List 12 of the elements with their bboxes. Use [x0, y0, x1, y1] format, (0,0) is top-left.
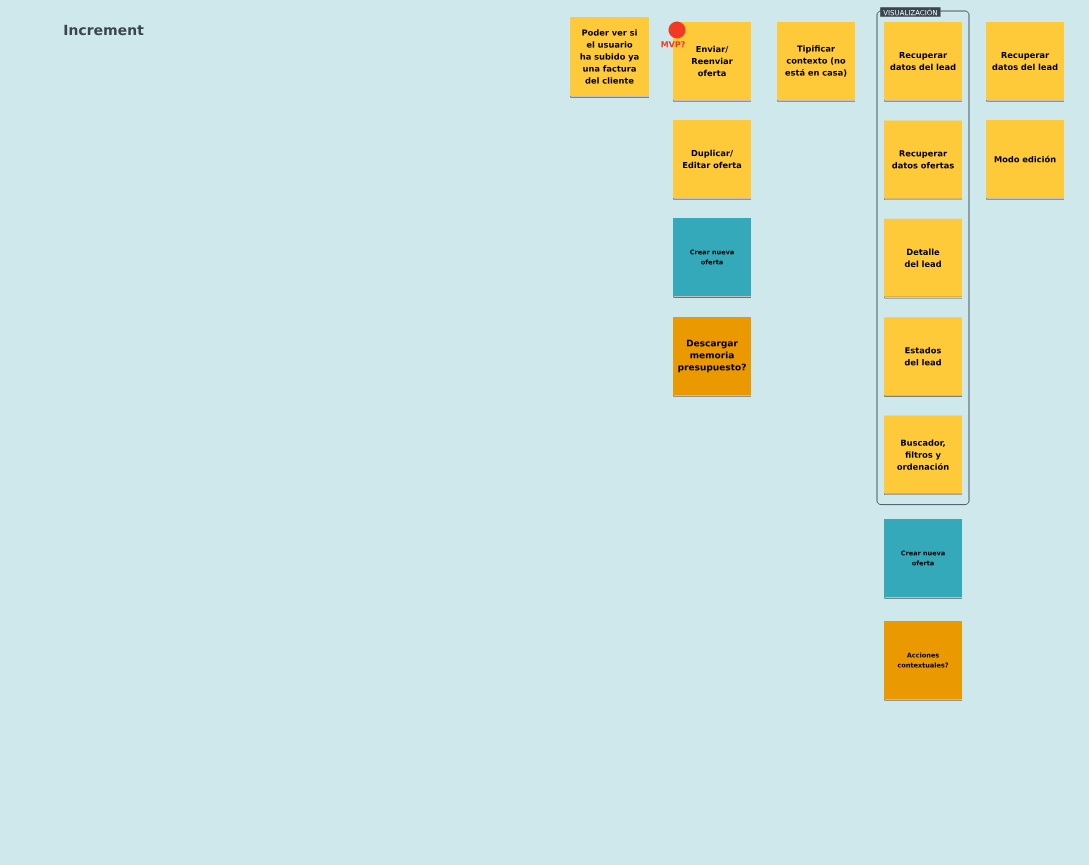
sticky-note: Recuperar datos ofertas: [884, 120, 962, 200]
sticky-note: Buscador, filtros y ordenación: [884, 415, 962, 496]
board-title: Increment: [64, 24, 144, 36]
sticky-note: Recuperar datos del lead: [986, 22, 1064, 102]
sticky-note: Poder ver si el usuario ha subido ya una factura del cliente: [570, 17, 649, 98]
sticky-note: Tipificar contexto (no está en casa): [777, 22, 855, 102]
sticky-note: Modo edición: [986, 120, 1064, 200]
sticky-note: Duplicar/ Editar oferta: [673, 120, 751, 200]
sticky-note: Estados del lead: [884, 317, 962, 397]
sticky-note: Descargar memoria presupuesto?: [673, 317, 751, 397]
sticky-note: Recuperar datos del lead: [884, 22, 962, 102]
sticky-note: Detalle del lead: [884, 218, 962, 299]
